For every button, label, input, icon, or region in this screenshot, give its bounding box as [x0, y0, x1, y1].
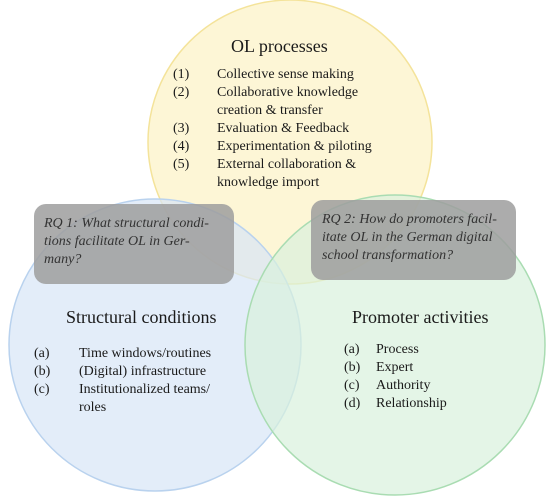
structural-conditions-title: Structural conditions — [66, 307, 217, 327]
rq2-text: RQ 2: How do promoters facil- itate OL i… — [322, 212, 497, 263]
rq2-box — [311, 200, 516, 280]
ol-process-item-continuation: creation & transfer — [217, 103, 323, 118]
promoter-activity-item: (d)Relationship — [344, 396, 447, 411]
ol-processes-list: (1)Collective sense making (2)Collaborat… — [173, 66, 372, 192]
ol-process-item: (5)External collaboration & — [173, 157, 357, 172]
promoter-activity-item: (c)Authority — [344, 378, 431, 393]
structural-condition-item-continuation: roles — [79, 400, 107, 415]
structural-condition-item: (c)Institutionalized teams/ — [34, 382, 211, 397]
structural-condition-item: (b)(Digital) infrastructure — [34, 364, 207, 379]
promoter-activity-item: (b)Expert — [344, 360, 414, 375]
promoter-activities-title: Promoter activities — [352, 307, 489, 327]
promoter-activities-list: (a)Process (b)Expert (c)Authority (d)Rel… — [344, 341, 447, 413]
rq1-box — [34, 204, 234, 284]
structural-condition-item: (a)Time windows/routines — [34, 346, 212, 361]
ol-process-item: (1)Collective sense making — [173, 67, 354, 82]
rq1-text: RQ 1: What structural condi- tions facil… — [44, 216, 209, 267]
ol-process-item-continuation: knowledge import — [217, 175, 320, 190]
ol-process-item: (3)Evaluation & Feedback — [173, 121, 350, 136]
ol-processes-title: OL processes — [231, 36, 328, 56]
structural-conditions-list: (a)Time windows/routines (b)(Digital) in… — [34, 345, 211, 417]
ol-process-item: (2)Collaborative knowledge — [173, 85, 359, 100]
promoter-activity-item: (a)Process — [344, 342, 419, 357]
ol-process-item: (4)Experimentation & piloting — [173, 139, 372, 154]
